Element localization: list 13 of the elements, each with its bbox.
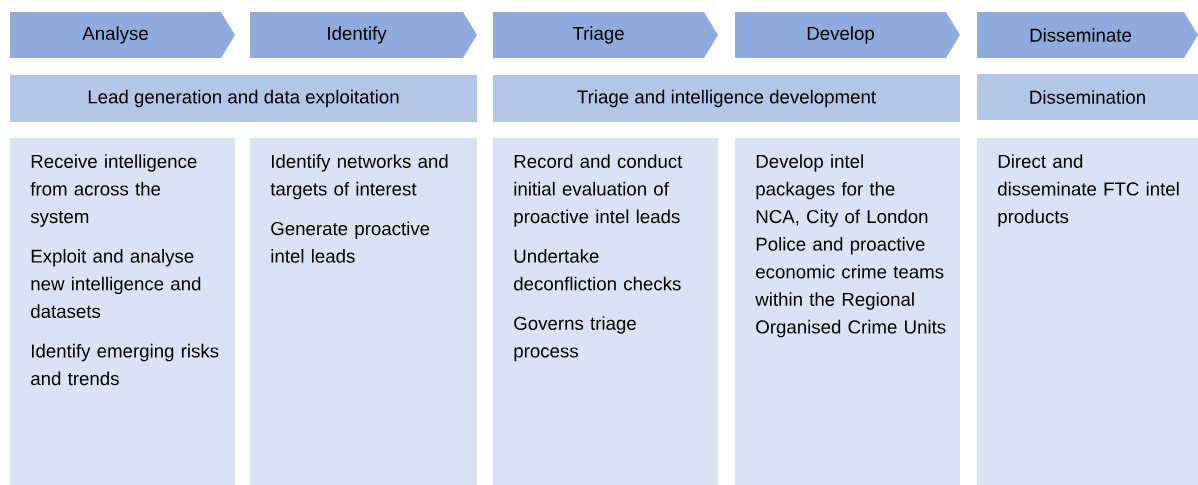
phase-band: Lead generation and data exploitation [10, 75, 477, 122]
phase-band: Dissemination [977, 74, 1198, 120]
column-panel: Record and conduct initial evaluation of proactive intel leads Undertake deconfliction checks Governs triage process [493, 138, 718, 485]
column-panel: Receive intelligence from across the system Exploit and analyse new intelligence and datasets Identify emerging risks and trends [10, 138, 235, 485]
chevron-step: Develop [735, 12, 960, 58]
column-panel: Direct and disseminate FTC intel products [977, 138, 1198, 485]
chevron-step: Disseminate [977, 12, 1198, 58]
chevron-step: Triage [493, 12, 718, 58]
column-panel: Identify networks and targets of interest Generate proactive intel leads [250, 138, 477, 485]
chevron-step: Analyse [10, 12, 235, 58]
phase-band: Triage and intelligence development [493, 75, 960, 122]
column-panel: Develop intel packages for the NCA, City of London Police and proactive economic crime teams within the Regional Organised Crime Units [735, 138, 960, 485]
chevron-step: Identify [250, 12, 477, 58]
